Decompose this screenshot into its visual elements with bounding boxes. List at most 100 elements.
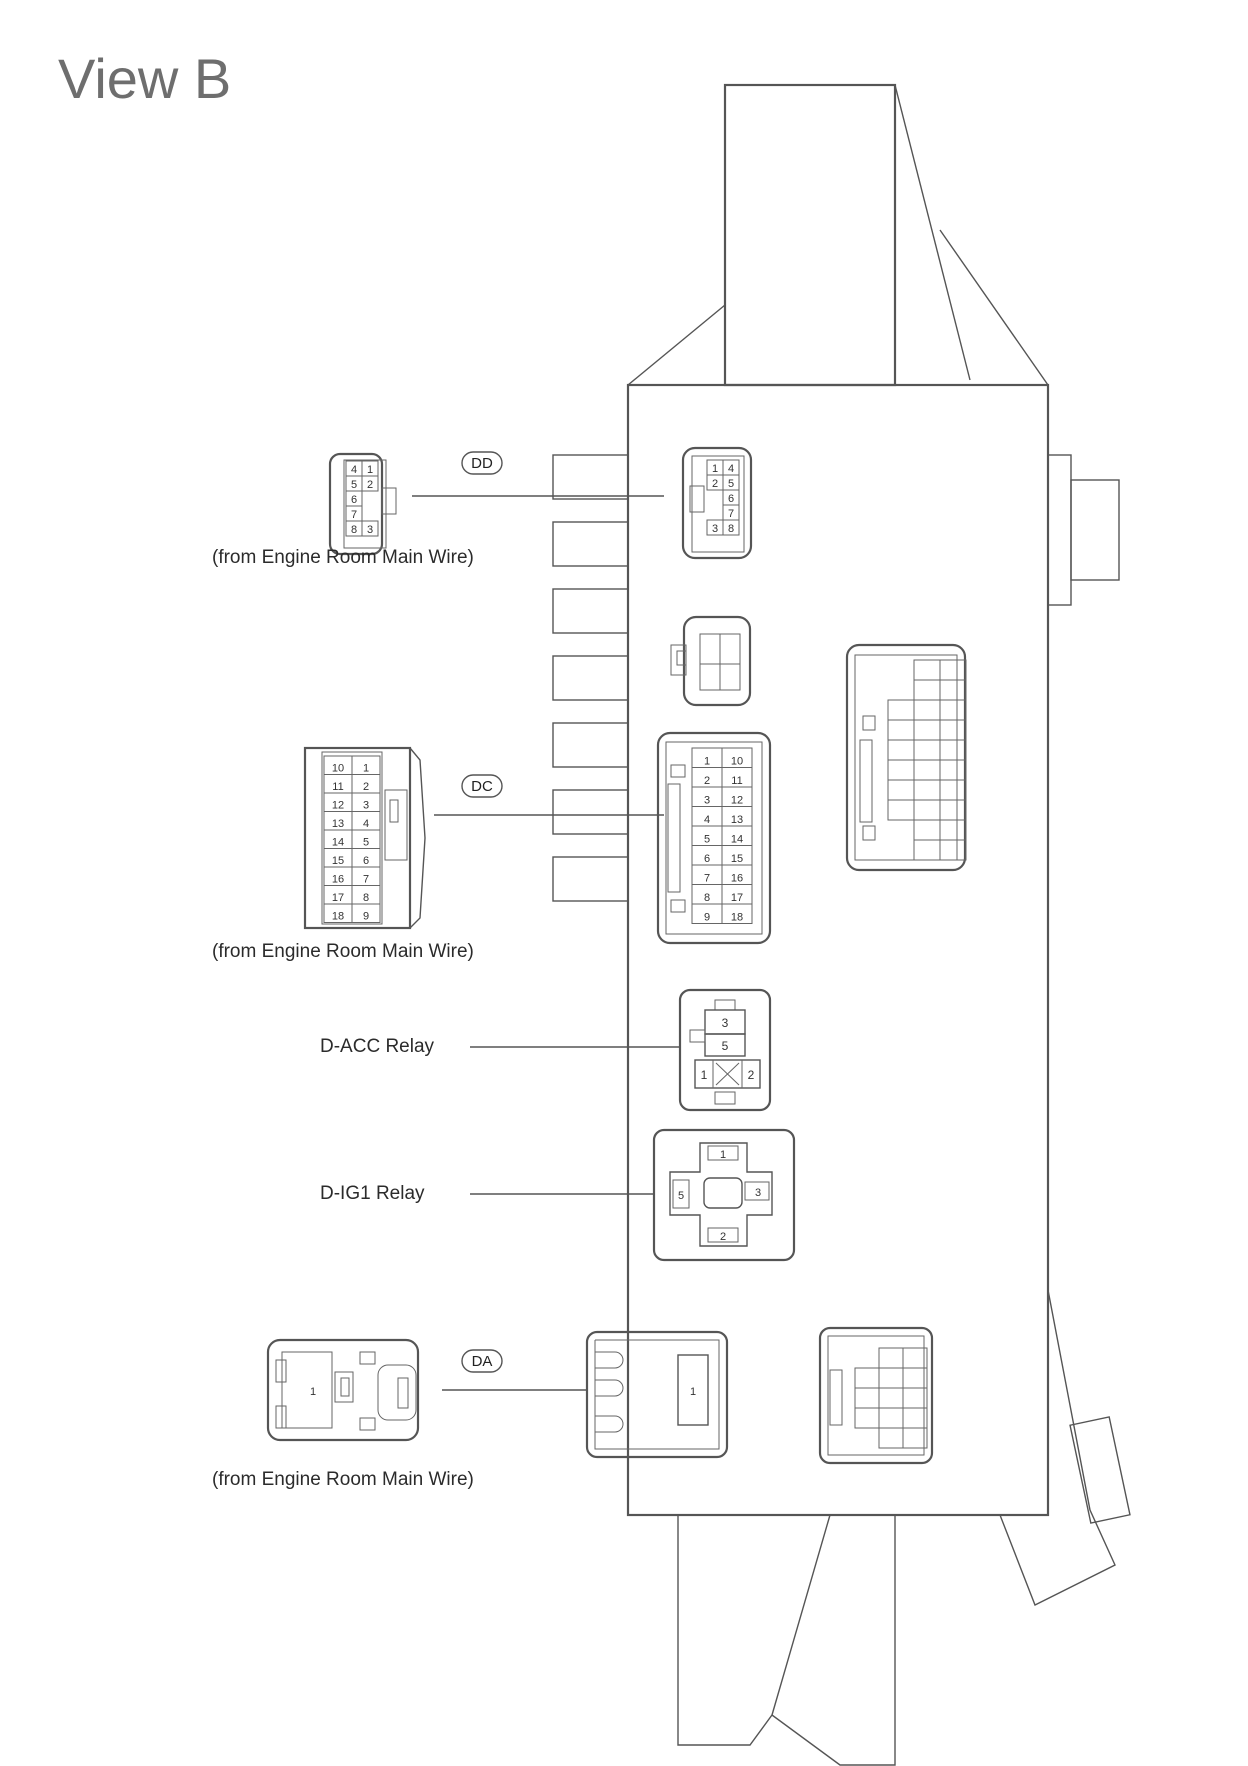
pin-number: 3 xyxy=(704,795,710,807)
socket-cell xyxy=(913,699,941,721)
socket-cell xyxy=(939,819,967,841)
pin-number: 6 xyxy=(728,493,734,505)
pin-number: 15 xyxy=(332,855,344,867)
socket-cell xyxy=(939,679,967,701)
bracket-edge xyxy=(894,84,971,381)
d-ig1-relay-socket: 1 5 3 2 xyxy=(652,1128,796,1262)
socket-cell xyxy=(913,799,941,821)
bracket-edge xyxy=(939,229,1049,386)
relay-pin: 3 xyxy=(722,1016,729,1030)
d-acc-relay-label: D-ACC Relay xyxy=(320,1036,435,1057)
pin-number: 1 xyxy=(712,463,718,475)
dc-code-badge: DC xyxy=(461,774,503,798)
socket-cell xyxy=(854,1387,880,1409)
socket-cell xyxy=(887,739,915,761)
socket-cell xyxy=(939,779,967,801)
pin-number: 7 xyxy=(704,873,710,885)
relay-block xyxy=(552,83,1131,1766)
socket-cell xyxy=(913,659,941,681)
socket-cell xyxy=(878,1387,904,1409)
relay-pin: 1 xyxy=(701,1068,708,1082)
right-boss xyxy=(1070,479,1120,581)
socket-cell xyxy=(902,1367,928,1389)
pin-number: 18 xyxy=(731,912,743,924)
pin-number: 8 xyxy=(363,892,369,904)
pin-number: 2 xyxy=(367,479,373,491)
left-slots xyxy=(552,454,629,902)
pin-number: 13 xyxy=(731,814,743,826)
dc-caption: (from Engine Room Main Wire) xyxy=(212,941,474,962)
pin-number: 17 xyxy=(731,892,743,904)
socket-cell xyxy=(902,1427,928,1449)
pin-cell xyxy=(722,519,740,536)
dc-code: DC xyxy=(471,778,493,795)
large-socket xyxy=(845,643,967,872)
dd-caption: (from Engine Room Main Wire) xyxy=(212,547,474,568)
pin-number: 4 xyxy=(704,814,710,826)
pin-number: 4 xyxy=(728,463,734,475)
dd-code-badge: DD xyxy=(461,451,503,475)
pin-number: 16 xyxy=(332,874,344,886)
pin-number: 1 xyxy=(704,756,710,768)
socket-cell xyxy=(902,1407,928,1429)
pin-number: 5 xyxy=(704,834,710,846)
pin-number: 6 xyxy=(351,494,357,506)
pin-number: 12 xyxy=(332,800,344,812)
da-block-connector: 1 xyxy=(585,1330,729,1459)
socket-cell xyxy=(878,1427,904,1449)
pin-number: 3 xyxy=(363,800,369,812)
block-body xyxy=(626,383,1050,1517)
da-harness-pin: 1 xyxy=(310,1386,316,1398)
socket-cell xyxy=(939,839,967,861)
pin-number: 16 xyxy=(731,873,743,885)
socket-cell xyxy=(854,1367,880,1389)
socket-cell xyxy=(913,819,941,841)
pin-number: 5 xyxy=(363,837,369,849)
pin-number: 8 xyxy=(728,523,734,535)
bottom-right-tab xyxy=(1069,1416,1131,1524)
da-code-badge: DA xyxy=(461,1349,503,1373)
pin-number: 7 xyxy=(351,509,357,521)
page-title: View B xyxy=(58,47,231,110)
relay-pin: 2 xyxy=(720,1231,726,1243)
socket-cell xyxy=(913,779,941,801)
relay-pin: 2 xyxy=(748,1068,755,1082)
pin-number: 9 xyxy=(704,912,710,924)
small-socket xyxy=(670,615,752,707)
socket-cell xyxy=(913,839,941,861)
pin-number: 8 xyxy=(351,524,357,536)
pin-number: 6 xyxy=(363,855,369,867)
bottom-right-bracket xyxy=(999,1289,1116,1606)
top-bracket xyxy=(723,83,897,387)
da-caption: (from Engine Room Main Wire) xyxy=(212,1469,474,1490)
pin-number: 10 xyxy=(731,756,743,768)
pin-number: 14 xyxy=(731,834,743,846)
socket-cell xyxy=(887,759,915,781)
socket-cell xyxy=(887,799,915,821)
socket-cell xyxy=(939,699,967,721)
pin-number: 5 xyxy=(351,479,357,491)
pin-number: 17 xyxy=(332,892,344,904)
bracket-edge xyxy=(627,304,726,386)
socket-cell xyxy=(939,739,967,761)
socket-cell xyxy=(878,1367,904,1389)
socket-cell xyxy=(854,1407,880,1429)
socket-cell xyxy=(902,1347,928,1369)
d-ig1-relay-label: D-IG1 Relay xyxy=(320,1183,425,1204)
pin-number: 3 xyxy=(367,524,373,536)
socket-cell xyxy=(913,719,941,741)
pin-number: 4 xyxy=(351,464,357,476)
right-boss xyxy=(1047,454,1072,606)
bottom-socket xyxy=(818,1326,934,1465)
pin-cell xyxy=(721,903,753,924)
socket-cell xyxy=(887,779,915,801)
pin-number: 15 xyxy=(731,853,743,865)
pin-number: 14 xyxy=(332,837,344,849)
relay-pin: 5 xyxy=(678,1190,684,1202)
relay-pin: 3 xyxy=(755,1187,761,1199)
pin-cell xyxy=(351,903,381,923)
pin-number: 4 xyxy=(363,818,369,830)
